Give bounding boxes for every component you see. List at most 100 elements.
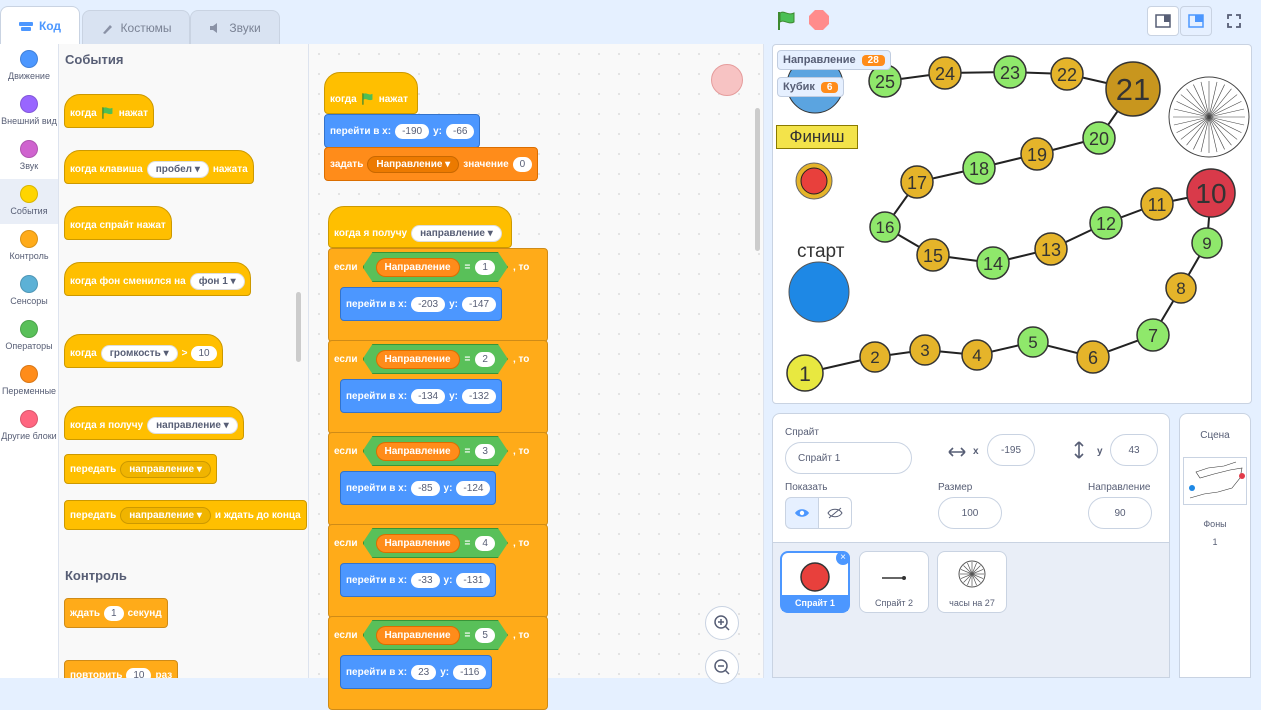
broadcast-wait-dropdown[interactable]: направление ▾: [120, 506, 211, 524]
sprite-tile-1[interactable]: × Спрайт 1: [780, 551, 850, 613]
equals-operator[interactable]: Направление=4: [363, 528, 508, 558]
category-myblocks[interactable]: Другие блоки: [0, 404, 58, 449]
small-stage-button[interactable]: [1147, 6, 1179, 36]
repeat-input[interactable]: 10: [126, 667, 152, 678]
direction-input[interactable]: 90: [1088, 497, 1152, 529]
compare-value-input[interactable]: 3: [475, 444, 495, 459]
category-control[interactable]: Контроль: [0, 224, 58, 269]
key-dropdown[interactable]: пробел ▾: [146, 160, 209, 178]
x-input[interactable]: -134: [411, 388, 446, 404]
backdrop-dropdown[interactable]: фон 1 ▾: [189, 272, 245, 290]
normal-stage-button[interactable]: [1180, 6, 1212, 36]
y-input[interactable]: -131: [456, 572, 491, 588]
receive-dropdown[interactable]: направление ▾: [147, 416, 238, 434]
x-input[interactable]: 23: [411, 664, 437, 680]
value-input[interactable]: 0: [512, 156, 533, 172]
y-input[interactable]: -124: [456, 480, 491, 496]
tab-sounds[interactable]: Звуки: [190, 10, 280, 44]
sprite-tile-2[interactable]: Спрайт 2: [859, 551, 929, 613]
variable-reporter[interactable]: Направление: [376, 258, 460, 277]
compare-value-input[interactable]: 1: [475, 260, 495, 275]
variable-reporter[interactable]: Направление: [376, 350, 460, 369]
green-flag-icon[interactable]: [776, 10, 798, 32]
receive-dropdown[interactable]: направление ▾: [411, 224, 502, 242]
x-input[interactable]: -190: [395, 123, 430, 139]
palette-scrollbar[interactable]: [296, 292, 301, 362]
equals-operator[interactable]: Направление=5: [363, 620, 508, 650]
show-hidden-button[interactable]: [818, 497, 852, 529]
category-events[interactable]: События: [0, 179, 58, 224]
stage-panel[interactable]: Сцена Фоны 1: [1179, 413, 1251, 678]
zoom-in-button[interactable]: [705, 606, 739, 640]
category-motion[interactable]: Движение: [0, 44, 58, 89]
y-input[interactable]: -116: [453, 664, 487, 680]
compare-value-input[interactable]: 5: [475, 628, 495, 643]
category-sensing[interactable]: Сенсоры: [0, 269, 58, 314]
script-scrollbar[interactable]: [755, 108, 760, 251]
category-operators[interactable]: Операторы: [0, 314, 58, 359]
sprite-tile-3[interactable]: часы на 27: [937, 551, 1007, 613]
show-visible-button[interactable]: [785, 497, 819, 529]
x-input[interactable]: -33: [411, 572, 440, 588]
category-looks[interactable]: Внешний вид: [0, 89, 58, 134]
loudness-dropdown[interactable]: громкость ▾: [100, 344, 178, 362]
compare-value-input[interactable]: 4: [475, 536, 495, 551]
wait-input[interactable]: 1: [104, 605, 124, 621]
y-input[interactable]: -147: [461, 296, 496, 312]
equals-operator[interactable]: Направление=2: [363, 344, 508, 374]
when-sprite-clicked-block[interactable]: когда спрайт нажат: [64, 206, 172, 240]
zoom-out-button[interactable]: [705, 650, 739, 684]
category-sound[interactable]: Звук: [0, 134, 58, 179]
equals-operator[interactable]: Направление=1: [363, 252, 508, 282]
tab-costumes[interactable]: Костюмы: [82, 10, 190, 44]
variable-reporter[interactable]: Направление: [376, 626, 460, 645]
category-variables[interactable]: Переменные: [0, 359, 58, 404]
compare-value-input[interactable]: 2: [475, 352, 495, 367]
y-input[interactable]: 43: [1110, 434, 1158, 466]
fullscreen-button[interactable]: [1218, 6, 1250, 36]
variable-reporter[interactable]: Направление: [376, 534, 460, 553]
stop-icon[interactable]: [809, 10, 829, 30]
equals-operator[interactable]: Направление=3: [363, 436, 508, 466]
sprite-name-input[interactable]: Спрайт 1: [785, 442, 912, 474]
x-input[interactable]: -203: [411, 296, 446, 312]
y-input[interactable]: -66: [445, 123, 475, 139]
x-input[interactable]: -195: [987, 434, 1035, 466]
x-input[interactable]: -85: [411, 480, 440, 496]
y-input[interactable]: -132: [461, 388, 496, 404]
size-input[interactable]: 100: [938, 497, 1002, 529]
loudness-input[interactable]: 10: [191, 345, 217, 361]
delete-sprite-icon[interactable]: ×: [836, 551, 850, 565]
player-token[interactable]: [800, 167, 828, 195]
variable-reporter[interactable]: Направление: [376, 442, 460, 461]
broadcast-dropdown[interactable]: направление ▾: [120, 460, 211, 478]
var-dropdown[interactable]: Направление ▾: [367, 155, 460, 173]
tab-code[interactable]: Код: [0, 6, 80, 44]
